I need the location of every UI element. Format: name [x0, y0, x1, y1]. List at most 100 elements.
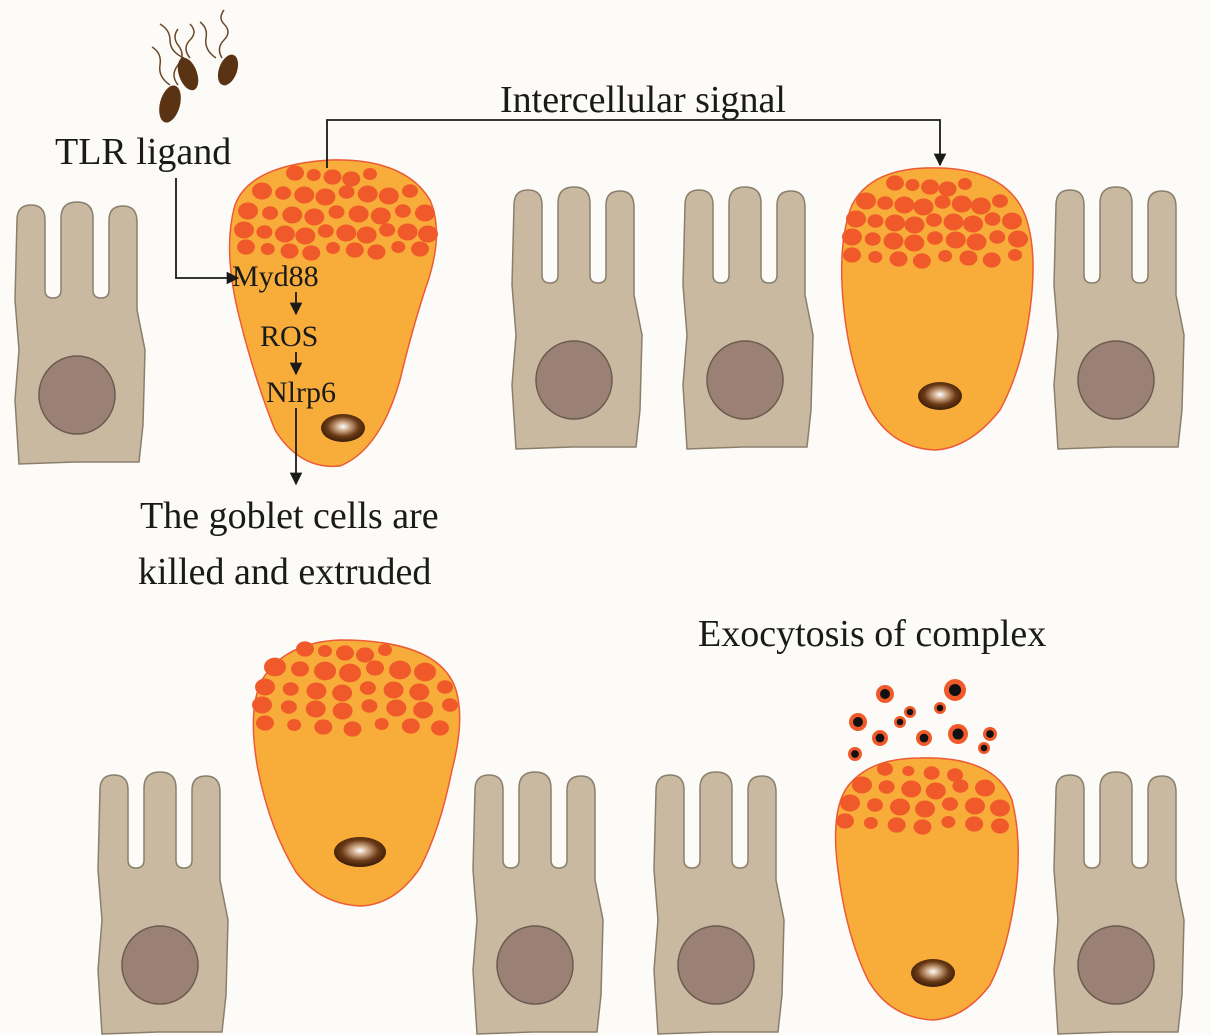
goblet-cell-signaled	[842, 168, 1033, 450]
secreted-complexes	[848, 679, 997, 761]
mucus-granule	[332, 685, 352, 702]
mucus-granule	[398, 224, 418, 241]
mucus-granule	[415, 205, 435, 222]
mucus-granule	[342, 171, 360, 186]
enterocyte-top-1	[15, 202, 145, 464]
mucus-granule	[985, 212, 1001, 226]
mucus-granule	[237, 239, 255, 254]
mucus-granule	[339, 185, 355, 199]
enterocyte-top-3	[683, 187, 813, 449]
secreted-complex	[904, 706, 916, 718]
mucus-granule	[967, 234, 987, 251]
mucus-granule	[281, 243, 299, 258]
mucus-granule	[344, 721, 362, 736]
secreted-complex	[872, 730, 888, 746]
mucus-granule	[926, 783, 946, 800]
mucus-granule	[333, 703, 353, 720]
label-ros: ROS	[260, 320, 318, 353]
secreted-complex	[849, 713, 867, 731]
mucus-granule	[307, 169, 321, 181]
mucus-granule	[402, 184, 418, 198]
mucus-granule	[357, 227, 377, 244]
mucus-granule	[846, 211, 866, 228]
secreted-complex	[944, 679, 966, 701]
mucus-granule	[329, 205, 345, 219]
secreted-complex	[916, 730, 932, 746]
mucus-granule	[379, 223, 395, 237]
mucus-granule	[314, 719, 332, 734]
mucus-granule	[409, 684, 429, 701]
secreted-complex	[876, 685, 894, 703]
mucus-granule	[296, 641, 314, 656]
mucus-granule	[975, 780, 995, 797]
mucus-granule	[914, 819, 932, 834]
mucus-granule	[856, 193, 876, 210]
secreted-complex	[848, 747, 862, 761]
mucus-granule	[368, 244, 386, 259]
enterocyte-bottom-3	[654, 772, 784, 1034]
mucus-granule	[339, 664, 361, 683]
mucus-granule	[304, 209, 324, 226]
goblet-cell-exocytosis	[836, 758, 1019, 1020]
mucus-granule	[336, 645, 354, 660]
mucus-granule	[262, 206, 278, 220]
mucus-granule	[256, 715, 274, 730]
mucus-granule	[927, 231, 943, 245]
mucus-granule	[318, 645, 332, 657]
mucus-granule	[275, 186, 291, 200]
mucus-granule	[366, 660, 384, 675]
mucus-granule	[886, 175, 904, 190]
mucus-granule	[414, 663, 436, 682]
mucus-granule	[965, 816, 983, 831]
mucus-granule	[864, 817, 878, 829]
mucus-granule	[992, 194, 1008, 208]
mucus-granule	[946, 232, 966, 249]
mucus-granule	[942, 797, 958, 811]
goblet-cell-extruded	[252, 640, 460, 906]
mucus-granule	[256, 225, 272, 239]
mucus-granule	[868, 251, 882, 263]
arrow-intercellular-signal	[327, 120, 940, 168]
goblet-nucleus	[334, 837, 386, 867]
mucus-granule	[913, 199, 933, 216]
mucus-granule	[884, 233, 904, 250]
mucus-granule	[363, 168, 377, 180]
mucus-granule	[384, 682, 404, 699]
mucus-granule	[275, 226, 295, 243]
mucus-granule	[915, 801, 935, 818]
arrow-tlr-to-myd88	[176, 178, 238, 278]
mucus-granule	[315, 189, 335, 206]
mucus-granule	[867, 798, 883, 812]
mucus-granule	[1008, 249, 1022, 261]
mucus-granule	[375, 718, 389, 730]
mucus-granule	[924, 766, 940, 780]
mucus-granule	[264, 658, 286, 677]
mucus-granule	[868, 214, 884, 228]
enterocyte-bottom-4	[1054, 772, 1184, 1034]
goblet-nucleus	[918, 382, 962, 410]
label-intercellular-signal: Intercellular signal	[500, 79, 786, 121]
mucus-granule	[971, 198, 991, 215]
bacterium	[200, 10, 242, 88]
mucus-granule	[905, 217, 925, 234]
mucus-granule	[306, 701, 326, 718]
mucus-granule	[901, 781, 921, 798]
label-exocytosis: Exocytosis of complex	[698, 613, 1046, 655]
mucus-granule	[842, 229, 862, 246]
mucus-granule	[1008, 231, 1028, 248]
secreted-complex	[934, 702, 946, 714]
goblet-nucleus	[321, 414, 365, 442]
bacteria	[152, 10, 242, 125]
mucus-granule	[302, 245, 320, 260]
mucus-granule	[913, 253, 931, 268]
mucus-granule	[921, 179, 939, 194]
mucus-granule	[252, 697, 272, 714]
mucus-granule	[326, 242, 340, 254]
mucus-granule	[286, 165, 304, 180]
mucus-granule	[379, 188, 399, 205]
enterocyte-top-4	[1054, 187, 1184, 449]
mucus-granule	[902, 766, 914, 776]
mucus-granule	[989, 230, 1005, 244]
label-nlrp6: Nlrp6	[266, 376, 336, 409]
mucus-granule	[437, 680, 453, 694]
